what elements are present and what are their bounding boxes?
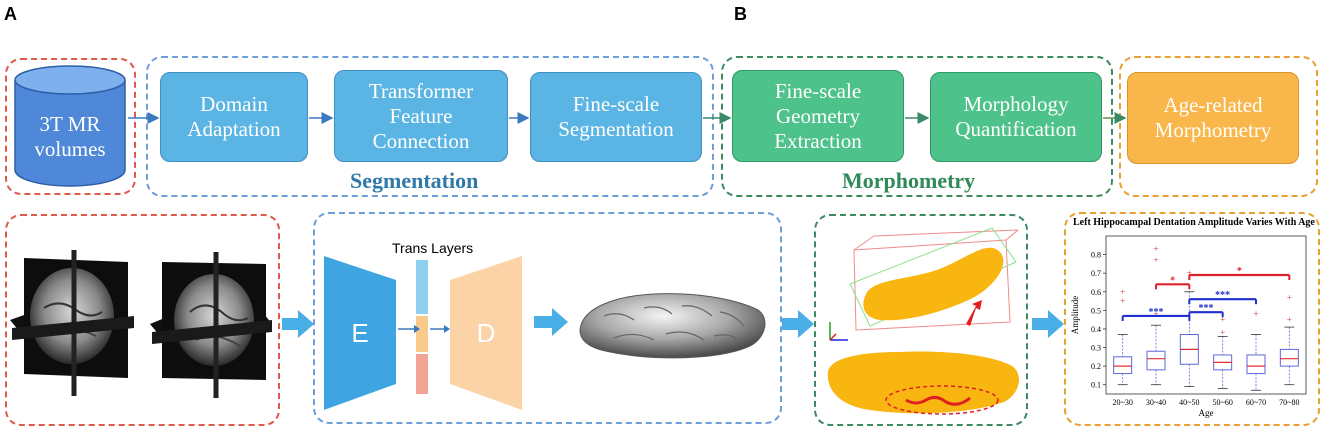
chart-group-frame bbox=[1064, 212, 1320, 426]
outlier-point: + bbox=[1253, 309, 1258, 319]
y-tick-label: 0.4 bbox=[1091, 325, 1101, 334]
x-tick-label: 20~30 bbox=[1113, 398, 1133, 407]
x-tick-label: 60~70 bbox=[1246, 398, 1266, 407]
outlier-point: + bbox=[1153, 255, 1158, 265]
outlier-point: + bbox=[1120, 287, 1125, 297]
segmentation-group-frame bbox=[146, 56, 714, 197]
trans-layer-top bbox=[416, 260, 428, 314]
encoder-label: E bbox=[351, 318, 368, 348]
trans-layer-bottom bbox=[416, 354, 428, 394]
mri-volumes-illustration bbox=[10, 250, 272, 398]
encoder-decoder-network: E D bbox=[324, 256, 522, 410]
trans-layers-label: Trans Layers bbox=[392, 240, 474, 256]
y-tick-label: 0.6 bbox=[1091, 288, 1101, 297]
chart-title: Left Hippocampal Dentation Amplitude Var… bbox=[1073, 217, 1315, 228]
outlier-point: + bbox=[1220, 328, 1225, 338]
box bbox=[1279, 348, 1299, 367]
trans-layer-mid bbox=[416, 316, 428, 352]
significance-label: *** bbox=[1149, 307, 1164, 318]
significance-label: *** bbox=[1199, 303, 1214, 314]
y-tick-label: 0.5 bbox=[1091, 306, 1101, 315]
red-pointer-icon bbox=[966, 300, 982, 326]
y-tick-label: 0.3 bbox=[1091, 344, 1101, 353]
y-tick-label: 0.7 bbox=[1091, 269, 1101, 278]
cylinder-label: 3T MR volumes bbox=[18, 112, 122, 162]
y-tick-label: 0.2 bbox=[1091, 362, 1101, 371]
decoder-block bbox=[450, 256, 522, 410]
box bbox=[1113, 356, 1133, 375]
y-tick-label: 0.8 bbox=[1091, 251, 1101, 260]
age-group-frame bbox=[1119, 56, 1318, 197]
network-group-frame bbox=[313, 212, 782, 424]
big-arrow-1-icon bbox=[282, 310, 314, 338]
box bbox=[1146, 350, 1166, 371]
hippocampus-mesh-illustration bbox=[579, 293, 766, 359]
database-cylinder-icon bbox=[14, 65, 126, 187]
x-tick-label: 40~50 bbox=[1179, 398, 1199, 407]
x-tick-label: 30~40 bbox=[1146, 398, 1166, 407]
significance-label: * bbox=[1237, 266, 1242, 277]
geometry-extraction-illustration bbox=[827, 227, 1019, 415]
x-axis-label: Age bbox=[1199, 408, 1214, 418]
outlier-point: + bbox=[1287, 315, 1292, 325]
decoder-label: D bbox=[477, 318, 496, 348]
outlier-point: + bbox=[1153, 309, 1158, 319]
outlier-point: + bbox=[1287, 292, 1292, 302]
plot-area bbox=[1105, 235, 1307, 395]
x-tick-label: 70~80 bbox=[1279, 398, 1299, 407]
geometry-group-frame bbox=[814, 214, 1028, 426]
top-flow-arrows bbox=[128, 112, 1127, 124]
outlier-point: + bbox=[1220, 315, 1225, 325]
outlier-point: + bbox=[1153, 244, 1158, 254]
panel-letter-a: A bbox=[4, 4, 17, 24]
input-group-frame bbox=[5, 58, 136, 195]
cylinder-line-2: volumes bbox=[34, 137, 106, 161]
x-tick-label: 50~60 bbox=[1213, 398, 1233, 407]
big-arrow-4-icon bbox=[1032, 310, 1064, 338]
panel-letter-b: B bbox=[734, 4, 747, 24]
outlier-point: + bbox=[1187, 268, 1192, 278]
mri-volume-left bbox=[10, 250, 134, 396]
mri-group-frame bbox=[5, 214, 280, 426]
morphometry-label: Morphometry bbox=[842, 168, 976, 193]
significance-label: *** bbox=[1215, 290, 1230, 301]
morphometry-group-frame bbox=[721, 56, 1113, 197]
cylinder-line-1: 3T MR bbox=[39, 112, 101, 136]
box bbox=[1246, 354, 1266, 375]
significance-label: * bbox=[1170, 275, 1175, 286]
big-arrow-3-icon bbox=[782, 310, 814, 338]
boxplot-chart: 0.1 0.2 0.3 0.4 0.5 0.6 0.7 0.8 20~30 30~40 40~50 5… bbox=[1070, 235, 1307, 418]
hippocampus-shape-bottom bbox=[827, 351, 1019, 414]
segmentation-label: Segmentation bbox=[350, 168, 479, 193]
big-arrow-2-icon bbox=[534, 308, 568, 336]
mri-volume-right bbox=[150, 252, 272, 398]
y-tick-label: 0.1 bbox=[1091, 381, 1101, 390]
outlier-point: + bbox=[1120, 296, 1125, 306]
encoder-block bbox=[324, 256, 396, 410]
y-axis-label: Amplitude bbox=[1070, 296, 1080, 335]
hippocampus-shape-top bbox=[863, 247, 1004, 321]
